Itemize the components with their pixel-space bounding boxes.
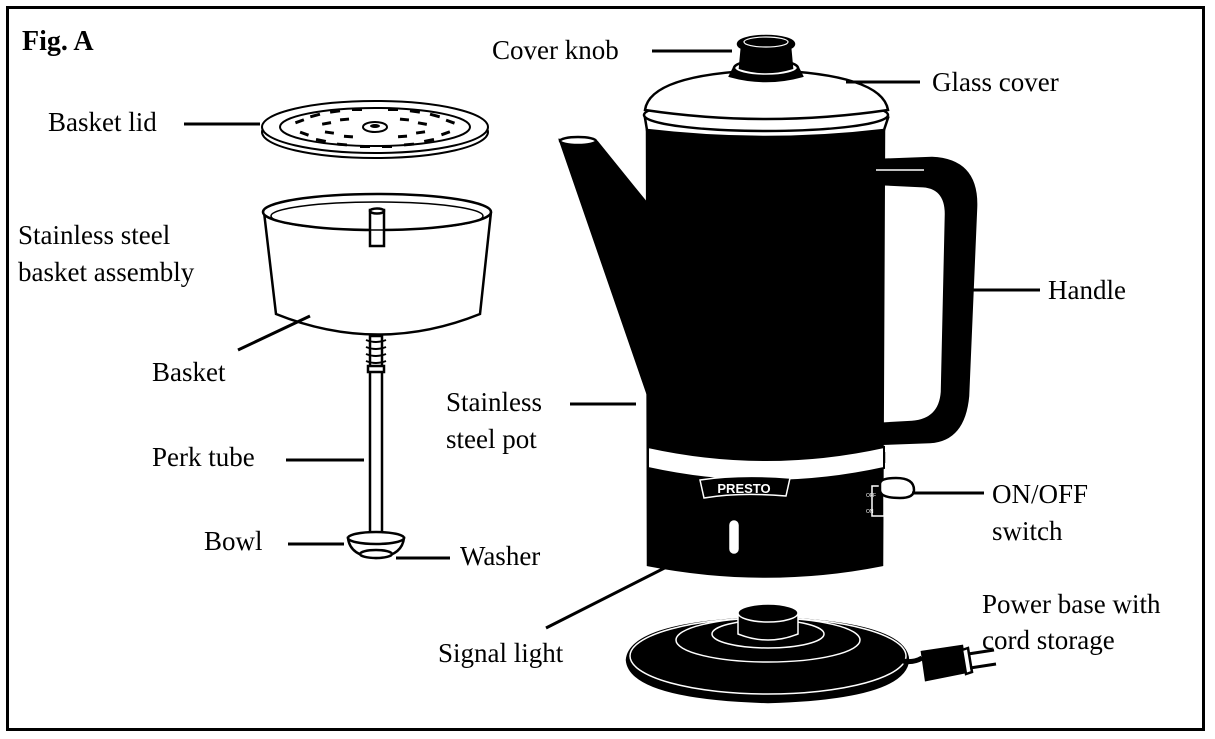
basket-lid	[261, 100, 489, 159]
perk-tube	[365, 334, 387, 536]
label-perk-tube: Perk tube	[152, 442, 255, 472]
label-pot-line2: steel pot	[446, 424, 537, 454]
label-basket-assembly-line1: Stainless steel	[18, 220, 171, 250]
power-base	[625, 603, 997, 704]
bowl	[346, 530, 406, 560]
leader-basket	[237, 314, 311, 352]
label-pot-line1: Stainless	[446, 387, 543, 417]
label-signal-light: Signal light	[438, 638, 564, 668]
figure-title: Fig. A	[22, 26, 94, 57]
off-mark: OFF	[866, 493, 876, 499]
label-power-base-line2: cord storage	[982, 625, 1115, 655]
label-washer: Washer	[460, 541, 541, 571]
label-cover-knob: Cover knob	[492, 35, 619, 65]
label-basket-lid: Basket lid	[48, 107, 157, 137]
on-mark: ON	[866, 509, 874, 515]
label-basket-assembly-line2: basket assembly	[18, 257, 195, 287]
leader-lines	[184, 49, 1040, 630]
label-on-off-line1: ON/OFF	[992, 479, 1089, 509]
label-glass-cover: Glass cover	[932, 67, 1059, 97]
signal-light-lamp	[726, 517, 742, 557]
label-handle: Handle	[1048, 275, 1126, 305]
label-bowl: Bowl	[204, 526, 263, 556]
label-basket: Basket	[152, 357, 226, 387]
pot: PRESTO OFF ON	[558, 34, 978, 578]
label-power-base-line1: Power base with	[982, 589, 1161, 619]
brand-text: PRESTO	[717, 481, 770, 496]
basket	[261, 192, 493, 336]
label-on-off-line2: switch	[992, 516, 1063, 546]
figure-border	[6, 6, 1205, 731]
leader-signal-light	[545, 542, 713, 630]
on-off-switch-part: OFF ON	[866, 476, 916, 517]
brand-badge: PRESTO	[699, 475, 791, 499]
